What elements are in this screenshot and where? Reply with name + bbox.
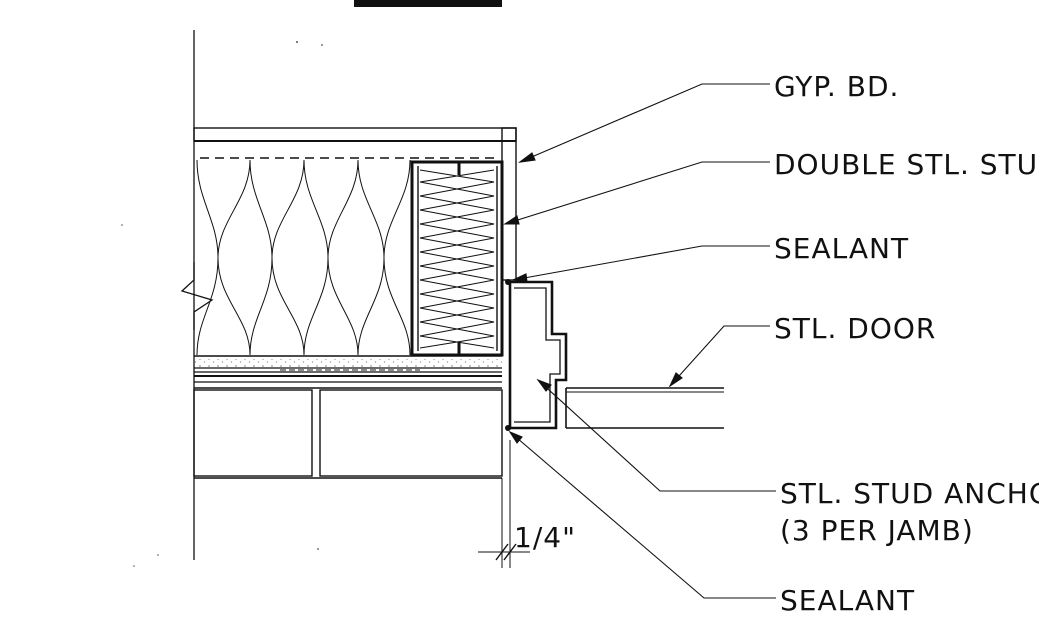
- batt-insulation: [196, 159, 411, 356]
- steel-door-frame: [505, 279, 568, 431]
- masonry-units: [193, 387, 503, 479]
- gypsum-board-vertical: [501, 127, 517, 281]
- leader-stl-door: [669, 325, 770, 387]
- break-symbol: [180, 262, 214, 330]
- label-gyp-bd: GYP. BD.: [774, 70, 899, 103]
- leader-double-stud: [504, 161, 770, 225]
- title-bar-fragment: [354, 0, 502, 7]
- double-steel-stud: [410, 160, 504, 357]
- label-sealant-bottom: SEALANT: [780, 584, 915, 617]
- leader-stud-anchor: [537, 379, 776, 492]
- dimension-quarter-inch: 1/4": [478, 521, 576, 561]
- sheathing-layers: [194, 355, 502, 383]
- leader-sealant-bottom: [509, 431, 776, 599]
- stray-marks: [121, 41, 323, 567]
- dimension-label: 1/4": [514, 521, 576, 554]
- gypsum-board-top: [193, 127, 517, 142]
- label-stl-door: STL. DOOR: [774, 312, 936, 345]
- leader-gyp-bd: [519, 83, 770, 163]
- steel-door-leaf: [565, 387, 724, 429]
- label-per-jamb: (3 PER JAMB): [780, 514, 974, 547]
- label-stl-stud-anchor: STL. STUD ANCHO: [780, 477, 1039, 510]
- label-sealant-top: SEALANT: [774, 232, 909, 265]
- leader-lines: [503, 83, 776, 599]
- leader-sealant-top: [512, 245, 770, 281]
- label-double-stl-stud: DOUBLE STL. STU: [774, 148, 1038, 181]
